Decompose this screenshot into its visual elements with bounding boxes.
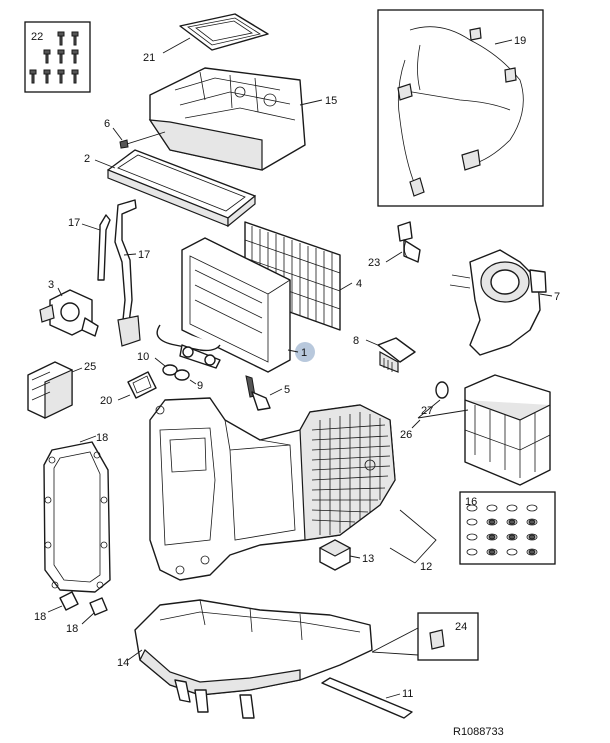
callout-3: 3 <box>48 279 54 291</box>
callout-5: 5 <box>284 384 290 396</box>
callout-20: 20 <box>100 395 112 407</box>
actuator-motor: 13 <box>318 539 374 571</box>
callout-2: 2 <box>84 153 90 165</box>
evaporator-core: 1 <box>156 237 315 373</box>
foam-pads: 18 18 <box>34 591 108 635</box>
callout-18c: 18 <box>66 623 78 635</box>
air-intake-housing: 27 26 <box>400 374 551 486</box>
foam-strip: 11 <box>321 677 413 719</box>
callout-10: 10 <box>137 351 149 363</box>
callout-17b: 17 <box>138 249 150 261</box>
heater-housing-top: 15 <box>148 67 337 171</box>
o-rings: 10 9 <box>137 351 203 392</box>
clip-kit-box: 16 <box>459 491 556 565</box>
callout-21: 21 <box>143 52 155 64</box>
reference-code: R1088733 <box>453 726 504 738</box>
callout-9: 9 <box>197 380 203 392</box>
callout-15: 15 <box>325 95 337 107</box>
callout-22: 22 <box>31 31 43 43</box>
callout-24: 24 <box>455 621 467 633</box>
callout-17a: 17 <box>68 217 80 229</box>
callout-19: 19 <box>514 35 526 47</box>
callout-6: 6 <box>104 118 110 130</box>
callout-8: 8 <box>353 335 359 347</box>
mounting-screw: 6 <box>104 118 166 149</box>
callout-16: 16 <box>465 496 477 508</box>
heater-core: 2 <box>84 149 256 228</box>
blower-resistor: 8 <box>353 335 416 373</box>
wiring-connector: 23 <box>368 221 421 269</box>
callout-1: 1 <box>301 347 307 359</box>
callout-18a: 18 <box>96 432 108 444</box>
blower-motor: 7 <box>449 249 560 356</box>
callout-25: 25 <box>84 361 96 373</box>
temperature-sensor: 5 <box>245 375 290 411</box>
callout-27: 27 <box>421 405 433 417</box>
callout-13: 13 <box>362 553 374 565</box>
housing-gasket: 18 <box>43 432 111 593</box>
callout-18b: 18 <box>34 611 46 623</box>
foam-pad-detail: 24 <box>371 612 479 661</box>
callout-4: 4 <box>356 278 362 290</box>
callout-7: 7 <box>554 291 560 303</box>
wiring-harness-box: 19 <box>377 9 544 207</box>
callout-14: 14 <box>117 657 129 669</box>
lower-housing: 14 <box>117 599 373 719</box>
seal-gasket: 20 <box>100 371 157 407</box>
coolant-pipes: 17 17 <box>68 199 150 347</box>
main-hvac-housing <box>149 397 396 581</box>
callout-23: 23 <box>368 257 380 269</box>
callout-12: 12 <box>420 561 432 573</box>
water-valve: 3 <box>39 279 99 337</box>
fastener-kit-box: 22 <box>24 21 91 93</box>
control-module: 25 <box>27 361 96 419</box>
seal-frame: 21 <box>143 13 269 64</box>
callout-26: 26 <box>400 429 412 441</box>
callout-11: 11 <box>402 688 413 700</box>
part-12-leaders: 12 <box>389 509 437 573</box>
